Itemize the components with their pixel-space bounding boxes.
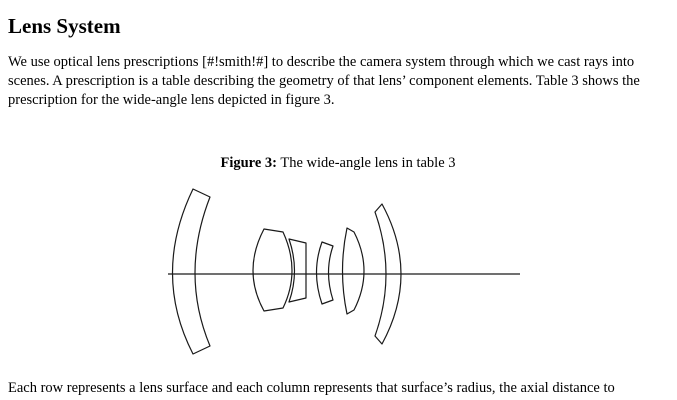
wide-angle-lens-figure (168, 188, 520, 355)
figure-caption-text: The wide-angle lens in table 3 (277, 155, 456, 171)
lens-element-1 (171, 188, 211, 355)
lens-element-5 (341, 227, 365, 315)
section-heading: Lens System (8, 14, 121, 38)
lens-element-6 (374, 203, 402, 345)
lens-element-3 (288, 238, 307, 303)
figure-label: Figure 3: (220, 155, 277, 171)
intro-paragraph: We use optical lens prescriptions [#!smi… (8, 54, 640, 108)
lens-element-4 (315, 241, 334, 305)
closing-paragraph: Each row represents a lens surface and e… (8, 380, 615, 396)
figure-caption: Figure 3: The wide-angle lens in table 3 (8, 154, 668, 173)
lens-element-2 (252, 228, 293, 312)
lens-diagram (0, 179, 677, 365)
